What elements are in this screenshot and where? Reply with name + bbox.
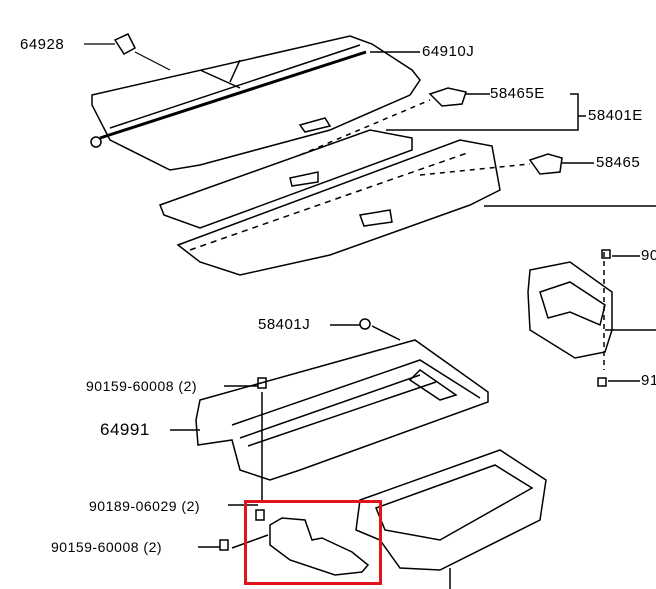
label-64928[interactable]: 64928 — [20, 36, 65, 53]
luggage-bin — [195, 339, 489, 481]
label-90189-06029[interactable]: 90189-06029 (2) — [89, 498, 201, 514]
label-90159-60008-upper[interactable]: 90159-60008 (2) — [86, 378, 198, 394]
label-58465[interactable]: 58465 — [596, 154, 641, 171]
label-64991[interactable]: 64991 — [100, 420, 150, 439]
label-58465E[interactable]: 58465E — [490, 85, 545, 102]
label-64910J[interactable]: 64910J — [422, 43, 475, 60]
side-tray — [527, 261, 613, 359]
clip-64928 — [113, 33, 136, 55]
label-91-truncated[interactable]: 91 — [641, 372, 656, 389]
label-58401J[interactable]: 58401J — [258, 316, 311, 333]
small-tray — [269, 517, 370, 576]
label-90159-60008-lower[interactable]: 90159-60008 (2) — [51, 539, 163, 555]
clip-58465E — [428, 87, 467, 107]
storage-box — [355, 449, 547, 571]
label-58401E[interactable]: 58401E — [588, 107, 643, 124]
deck-board-lower — [176, 139, 501, 276]
deck-board-upper — [159, 129, 413, 229]
clip-58465 — [528, 153, 563, 175]
highlight-box — [244, 500, 382, 585]
label-90-truncated[interactable]: 90 — [641, 247, 656, 264]
tonneau-cover — [91, 35, 421, 171]
